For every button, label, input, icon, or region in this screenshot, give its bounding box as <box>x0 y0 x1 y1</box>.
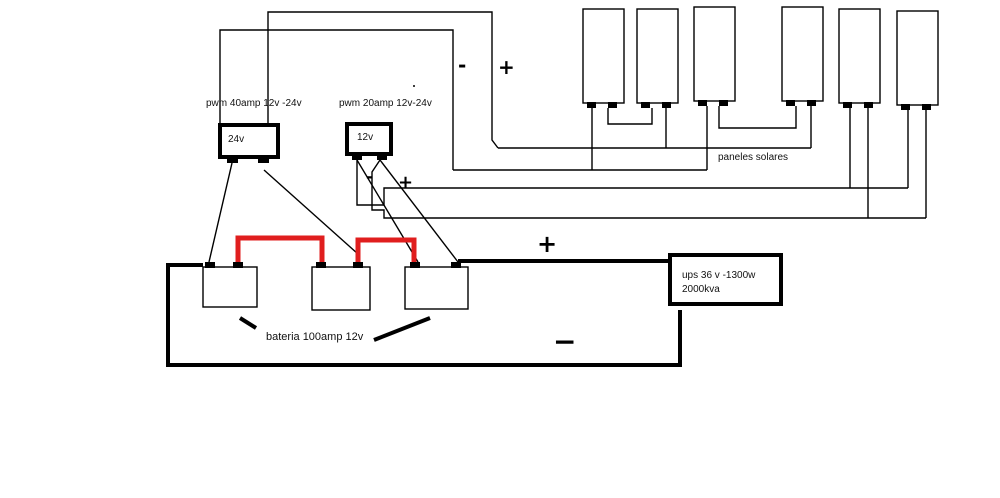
panel-minus-symbol: - <box>458 53 466 77</box>
panel-wiring <box>453 106 927 218</box>
ups-wiring <box>166 259 682 367</box>
ups-minus-symbol: − <box>553 325 576 358</box>
pwm20-minus-symbol: - <box>366 167 373 186</box>
panel-plus-symbol: + <box>498 55 515 79</box>
solar-panel-2 <box>636 8 679 108</box>
ups-plus-symbol: + <box>537 230 557 258</box>
solar-panel-3 <box>693 6 736 106</box>
pwm40-label: pwm 40amp 12v -24v <box>206 98 302 109</box>
solar-panel-5 <box>838 8 881 108</box>
solar-panels <box>582 6 939 110</box>
pwm20-panel-wires <box>356 159 926 219</box>
battery-1 <box>202 262 258 308</box>
battery-label: bateria 100amp 12v <box>266 331 364 343</box>
pwm20-label: pwm 20amp 12v-24v <box>339 98 432 109</box>
solar-panels-label: paneles solares <box>718 152 788 163</box>
pwm20-display: 12v <box>357 132 373 143</box>
solar-panel-1 <box>582 8 625 108</box>
pwm40-panel-wires <box>219 11 499 170</box>
ups-unit: ups 36 v -1300w 2000kva <box>668 253 783 306</box>
pwm20-controller: 12v <box>345 122 393 160</box>
pwm20-plus-symbol: + <box>398 172 413 193</box>
battery-series-links <box>235 235 417 262</box>
solar-panel-6 <box>896 10 939 110</box>
stray-dot <box>413 85 415 87</box>
battery-3 <box>404 262 469 310</box>
controller-battery-wires <box>208 159 459 263</box>
battery-2 <box>311 262 371 311</box>
pwm40-controller: 24v <box>218 123 280 163</box>
solar-panel-4 <box>781 6 824 106</box>
ups-label-line1: ups 36 v -1300w <box>682 270 756 281</box>
ups-label-line2: 2000kva <box>682 284 720 295</box>
pwm40-display: 24v <box>228 134 244 145</box>
